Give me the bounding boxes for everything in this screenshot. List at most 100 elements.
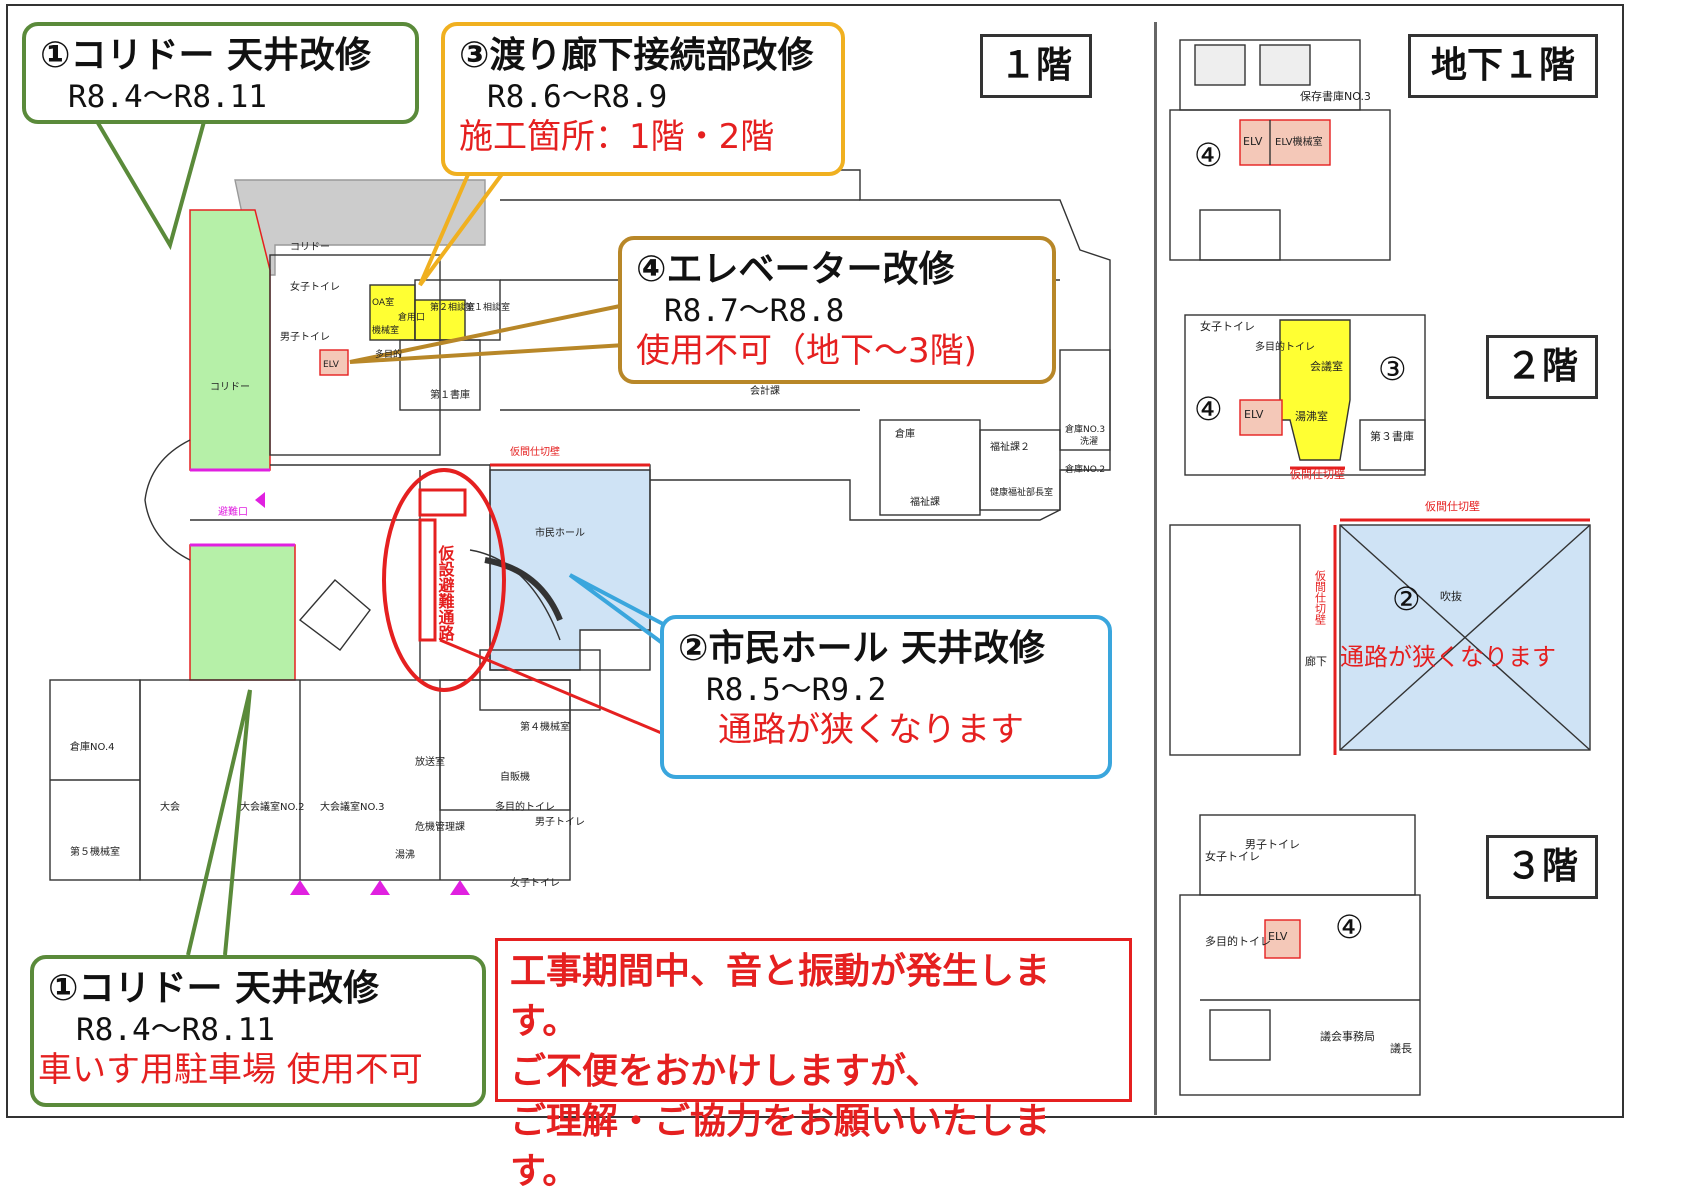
floor-label-1f: １階 xyxy=(980,34,1092,98)
label-f2-multi: 多目的トイレ xyxy=(1255,340,1315,353)
f2-floor-plan xyxy=(1169,314,1591,756)
floor-label-2f: ２階 xyxy=(1486,335,1598,399)
label-laundry: 洗濯 xyxy=(1080,435,1098,447)
label-hot-water: 湯沸 xyxy=(395,848,415,861)
callout-corridor-top: ①コリドー 天井改修 R8.4〜R8.11 xyxy=(22,22,419,124)
callout-elevator-title: ④エレベーター改修 xyxy=(636,249,955,290)
label-conf2: 大会議室NO.2 xyxy=(240,800,305,813)
label-f2-womens: 女子トイレ xyxy=(1200,319,1255,333)
label-multi: 多目的 xyxy=(375,348,402,360)
label-machine4: 第４機械室 xyxy=(520,720,570,733)
label-mens-toilet2: 男子トイレ xyxy=(535,816,585,828)
f2-marker-2: ② xyxy=(1392,580,1421,618)
label-storage3: 倉庫NO.3 xyxy=(1065,423,1105,435)
label-corridor-upper: コリドー xyxy=(290,242,330,253)
callout-elevator-note: 使用不可（地下〜3階) xyxy=(636,331,977,371)
label-womens-toilet2: 女子トイレ xyxy=(510,876,560,889)
callout-elevator: ④エレベーター改修 R8.7〜R8.8 使用不可（地下〜3階) xyxy=(618,236,1056,384)
label-b1-elv: ELV xyxy=(1243,135,1263,148)
label-citizens-hall: 市民ホール xyxy=(535,526,585,539)
callout-corridor-top-title: ①コリドー 天井改修 xyxy=(40,35,372,76)
outer-frame xyxy=(6,4,1624,1118)
label-b1-archive: 保存書庫NO.3 xyxy=(1300,89,1371,103)
construction-notice: 工事期間中、音と振動が発生します。 ご不便をおかけしますが、 ご理解・ご協力をお… xyxy=(495,938,1132,1192)
temp-path-label: 仮設避難通路 xyxy=(436,544,456,642)
label-f3-elv: ELV xyxy=(1268,930,1288,943)
callout-pointers xyxy=(93,116,691,956)
callout-watari-period: R8.6〜R8.9 xyxy=(487,79,668,115)
callout-watari-note: 施工箇所：1階・2階 xyxy=(459,117,775,157)
callout-watari: ③渡り廊下接続部改修 R8.6〜R8.9 施工箇所：1階・2階 xyxy=(441,22,845,176)
panel-divider xyxy=(1154,22,1157,1115)
callout-watari-title: ③渡り廊下接続部改修 xyxy=(459,35,814,76)
label-temp-wall: 仮間仕切壁 xyxy=(510,445,560,458)
callout-corridor-bottom: ①コリドー 天井改修 R8.4〜R8.11 車いす用駐車場 使用不可 xyxy=(30,955,486,1107)
first-floor-plan xyxy=(49,169,1111,895)
label-f2-elv: ELV xyxy=(1244,408,1264,421)
label-temp-path: 仮設避難通路 xyxy=(436,544,456,642)
label-corridor-left: コリドー xyxy=(210,382,250,393)
label-womens-toilet: 女子トイレ xyxy=(290,280,340,293)
callout-hall-title: ②市民ホール 天井改修 xyxy=(678,628,1046,669)
callout-elevator-period: R8.7〜R8.8 xyxy=(664,293,845,329)
label-elv: ELV xyxy=(323,360,340,370)
label-consult1: 第１相談室 xyxy=(465,301,510,313)
label-storage: 倉用口 xyxy=(398,311,425,323)
label-consult2: 第２相談室 xyxy=(430,301,475,313)
label-machine-room: 機械室 xyxy=(372,324,399,336)
yellow-watari-zone xyxy=(369,284,416,341)
label-f2-temp-wall2: 仮間仕切壁 xyxy=(1425,499,1480,513)
b1-marker-4: ④ xyxy=(1194,136,1223,174)
grey-corridor-area xyxy=(234,179,486,276)
callout-corridor-top-period: R8.4〜R8.11 xyxy=(68,79,267,115)
label-f3-council: 議会事務局 xyxy=(1320,1029,1375,1043)
b1-floor-plan xyxy=(1169,39,1391,261)
label-warehouse: 倉庫 xyxy=(895,427,915,440)
label-f2-conf: 会議室 xyxy=(1310,359,1343,373)
label-library1: 第１書庫 xyxy=(430,388,470,401)
green-corridor-upper xyxy=(189,209,271,471)
label-crisis: 危機管理課 xyxy=(415,820,465,833)
label-f2-temp-wall-v: 仮間仕切壁 xyxy=(1314,570,1327,625)
callout-hall: ②市民ホール 天井改修 R8.5〜R9.2 通路が狭くなります xyxy=(660,615,1112,779)
label-welfare2: 福祉課２ xyxy=(990,440,1030,453)
label-f3-womens: 女子トイレ xyxy=(1205,849,1260,863)
label-f3-mens: 男子トイレ xyxy=(1245,838,1300,851)
label-f2-lib3: 第３書庫 xyxy=(1370,429,1414,443)
label-broadcast: 放送室 xyxy=(415,755,445,768)
label-health-welfare: 健康福祉部長室 xyxy=(990,486,1053,498)
label-oa-room: OA室 xyxy=(372,296,394,308)
label-welfare: 福祉課 xyxy=(910,495,940,508)
callout-corridor-bottom-note: 車いす用駐車場 使用不可 xyxy=(38,1050,423,1090)
f3-marker-4: ④ xyxy=(1335,908,1364,946)
notice-line-3: ご理解・ご協力をお願いいたします。 xyxy=(510,1101,1051,1192)
label-f2-atrium: 吹抜 xyxy=(1440,589,1462,603)
label-f3-chair: 議長 xyxy=(1390,1041,1412,1055)
f3-floor-plan xyxy=(1179,814,1421,1096)
label-f2-hall: 廊下 xyxy=(1305,654,1327,668)
label-machine5: 第５機械室 xyxy=(70,845,120,858)
callout-corridor-bottom-title: ①コリドー 天井改修 xyxy=(48,968,380,1009)
floor-label-3f: ３階 xyxy=(1486,835,1598,899)
notice-line-2: ご不便をおかけしますが、 xyxy=(510,1051,942,1092)
notice-line-1: 工事期間中、音と振動が発生します。 xyxy=(510,951,1051,1042)
callout-hall-note: 通路が狭くなります xyxy=(718,710,1024,750)
floor-plans: コリドー コリドー 女子トイレ 男子トイレ ELV OA室 機械室 倉用口 第２… xyxy=(49,39,1591,1096)
label-evac-exit: 避難口 xyxy=(218,505,248,518)
f2-marker-3: ③ xyxy=(1378,350,1407,388)
label-b1-elv-machine: ELV機械室 xyxy=(1275,135,1323,148)
label-f3-multi: 多目的トイレ xyxy=(1205,934,1271,948)
label-f2-hot: 湯沸室 xyxy=(1295,409,1328,423)
label-storage2: 倉庫NO.2 xyxy=(1065,463,1105,475)
label-f2-temp-wall: 仮間仕切壁 xyxy=(1290,467,1345,481)
label-multi-toilet: 多目的トイレ xyxy=(495,800,555,813)
green-corridor-lower xyxy=(189,544,296,681)
label-vending: 自販機 xyxy=(500,770,530,783)
f2-marker-4: ④ xyxy=(1194,390,1223,428)
callout-hall-period: R8.5〜R9.2 xyxy=(706,672,887,708)
label-mens-toilet: 男子トイレ xyxy=(280,331,330,343)
label-conf-small: 大会 xyxy=(160,800,180,813)
label-storage4: 倉庫NO.4 xyxy=(70,740,115,753)
label-accounting: 会計課 xyxy=(750,384,780,397)
floor-label-b1: 地下１階 xyxy=(1408,34,1598,98)
